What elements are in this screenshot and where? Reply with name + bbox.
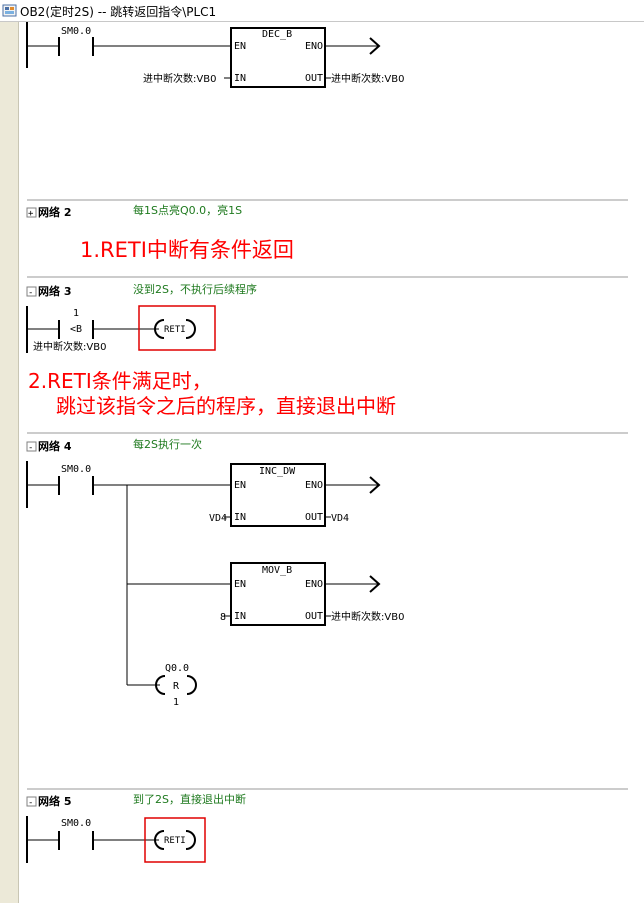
coil-address[interactable]: Q0.0 — [165, 663, 189, 674]
mov-b-box[interactable] — [230, 562, 326, 626]
network-2-label: 网络 2 — [38, 205, 71, 219]
dec-b-box[interactable] — [230, 27, 326, 88]
network-2-comment[interactable]: 每1S点亮Q0.0，亮1S — [133, 203, 242, 217]
annotation-2-line-2: 跳过该指令之后的程序，直接退出中断 — [56, 394, 396, 418]
editor-left-gutter — [0, 22, 19, 903]
annotation-2-line-1: 2.RETI条件满足时， — [28, 369, 212, 393]
contact-address: SM0.0 — [61, 818, 91, 829]
contact-address: SM0.0 — [61, 464, 91, 475]
network-5-toggle[interactable] — [26, 796, 37, 807]
box-pin-in: IN — [234, 73, 246, 84]
box-pin-en: EN — [234, 579, 246, 590]
in-operand[interactable]: VD4 — [209, 513, 227, 524]
network-4 — [26, 461, 381, 695]
coil-type: R — [173, 681, 180, 692]
network-3 — [26, 305, 216, 353]
network-5-label: 网络 5 — [38, 794, 71, 808]
window-title: OB2(定时2S) -- 跳转返回指令\PLC1 — [20, 5, 217, 19]
in-operand[interactable]: 进中断次数:VB0 — [143, 72, 216, 85]
contact-address: SM0.0 — [61, 26, 91, 37]
eno-arrow-icon — [369, 476, 381, 494]
ladder-editor[interactable]: SM0.0 DEC_B EN ENO IN OUT 进中断次数:VB0 进中断次… — [0, 22, 644, 903]
network-4-toggle[interactable] — [26, 441, 37, 452]
network-3-toggle-glyph: - — [28, 288, 33, 298]
reset-coil-left[interactable] — [155, 675, 166, 695]
box-title: INC_DW — [259, 466, 296, 477]
inc-dw-box[interactable] — [230, 463, 326, 527]
coil-count[interactable]: 1 — [173, 697, 179, 708]
reset-coil-right[interactable] — [186, 675, 197, 695]
annotation-1: 1.RETI中断有条件返回 — [80, 238, 294, 262]
out-operand[interactable]: 进中断次数:VB0 — [331, 610, 404, 623]
box-pin-in: IN — [234, 611, 246, 622]
box-title: DEC_B — [262, 29, 292, 40]
box-pin-in: IN — [234, 512, 246, 523]
box-pin-eno: ENO — [305, 579, 323, 590]
window-title-bar[interactable]: OB2(定时2S) -- 跳转返回指令\PLC1 — [0, 0, 644, 22]
network-2-toggle[interactable] — [26, 207, 37, 218]
out-operand[interactable]: 进中断次数:VB0 — [331, 72, 404, 85]
in-operand[interactable]: 8 — [220, 612, 226, 623]
eno-arrow-icon — [369, 37, 381, 55]
out-operand[interactable]: VD4 — [331, 513, 349, 524]
network-4-label: 网络 4 — [38, 439, 72, 453]
reti-coil-label: RETI — [164, 836, 186, 846]
program-block-icon — [2, 4, 17, 17]
compare-value[interactable]: 1 — [73, 308, 79, 319]
network-4-comment[interactable]: 每2S执行一次 — [133, 437, 202, 451]
network-4-toggle-glyph: - — [28, 443, 33, 453]
box-pin-out: OUT — [305, 73, 323, 84]
box-pin-eno: ENO — [305, 480, 323, 491]
box-pin-out: OUT — [305, 611, 323, 622]
network-5-toggle-glyph: - — [28, 798, 33, 808]
reti-coil-label: RETI — [164, 325, 186, 335]
network-1 — [26, 22, 381, 88]
reti-coil-left[interactable] — [154, 319, 165, 339]
box-pin-out: OUT — [305, 512, 323, 523]
compare-operand[interactable]: 进中断次数:VB0 — [33, 340, 106, 353]
network-5-comment[interactable]: 到了2S，直接退出中断 — [133, 792, 246, 806]
network-3-toggle[interactable] — [26, 286, 37, 297]
network-3-label: 网络 3 — [38, 284, 71, 298]
highlight-box-reti-3 — [138, 305, 216, 351]
reti-coil-left[interactable] — [154, 830, 165, 850]
box-pin-en: EN — [234, 41, 246, 52]
network-3-comment[interactable]: 没到2S，不执行后续程序 — [133, 282, 257, 296]
network-2-toggle-glyph: + — [28, 209, 34, 219]
box-pin-eno: ENO — [305, 41, 323, 52]
network-5 — [26, 816, 206, 863]
reti-coil-right[interactable] — [185, 830, 196, 850]
reti-coil-right[interactable] — [185, 319, 196, 339]
eno-arrow-icon — [369, 575, 381, 593]
highlight-box-reti-5 — [144, 817, 206, 863]
compare-operator: <B — [70, 324, 82, 335]
box-pin-en: EN — [234, 480, 246, 491]
box-title: MOV_B — [262, 565, 292, 576]
